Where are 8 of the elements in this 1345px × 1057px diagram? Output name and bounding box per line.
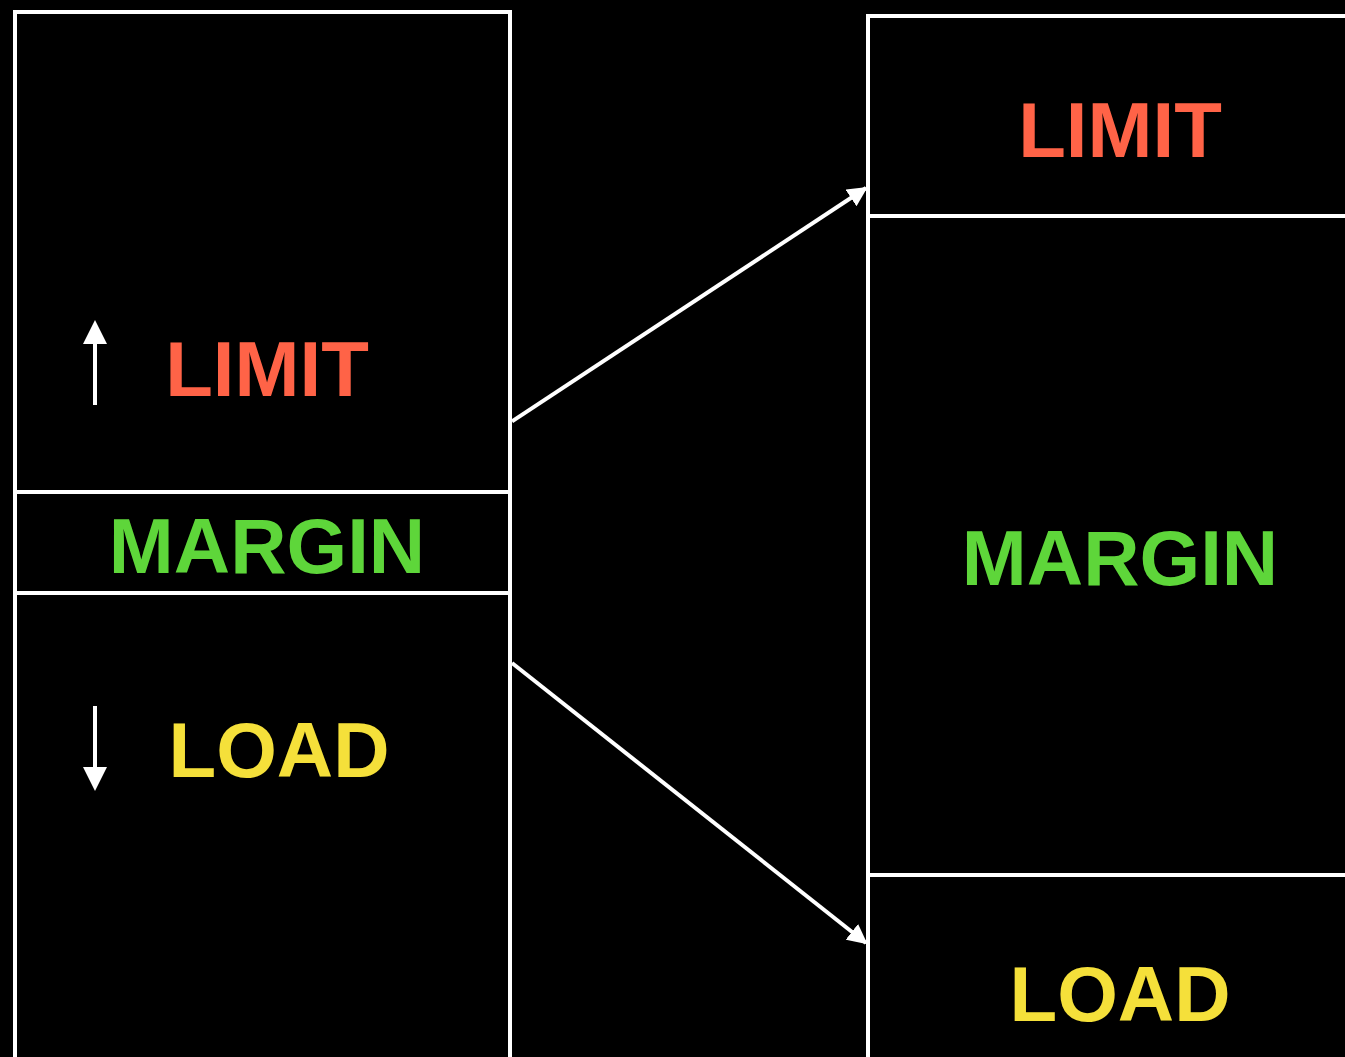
section-label: LIMIT	[165, 330, 369, 408]
section-label: MARGIN	[961, 519, 1279, 597]
section-label: MARGIN	[108, 507, 426, 585]
section-label: LOAD	[1009, 955, 1231, 1033]
arrow	[510, 661, 868, 945]
arrow	[510, 186, 868, 424]
section-label: LIMIT	[1018, 91, 1222, 169]
section-label: LOAD	[168, 711, 390, 789]
